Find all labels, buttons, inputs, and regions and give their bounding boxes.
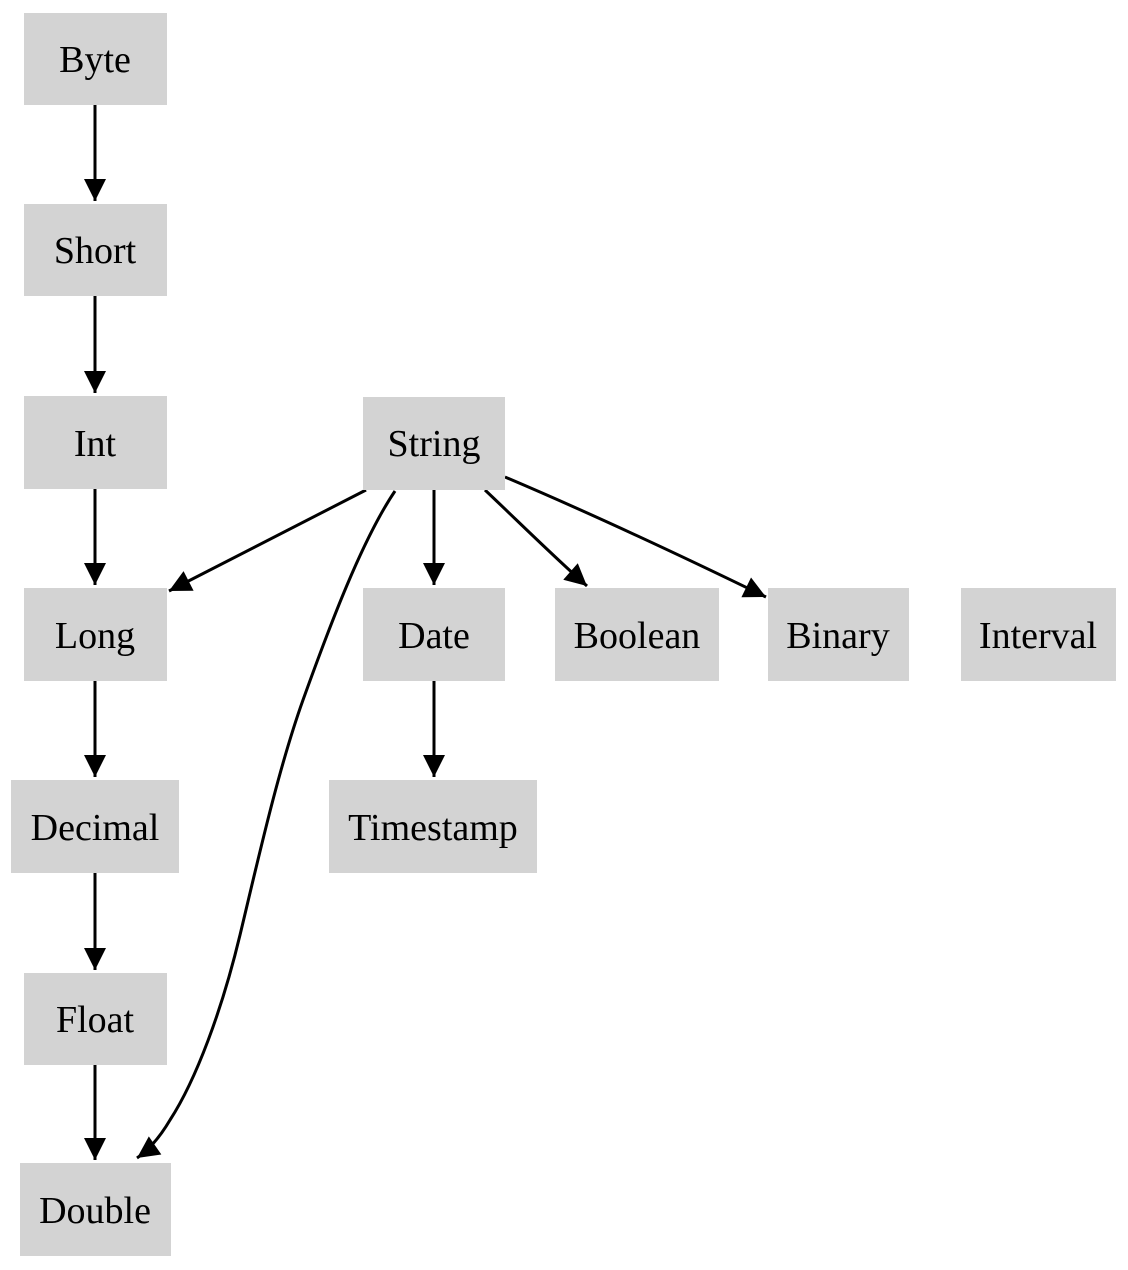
node-long-box	[24, 588, 167, 681]
node-string-label: String	[388, 423, 481, 465]
node-short-box	[24, 204, 167, 296]
node-double-box	[20, 1163, 171, 1256]
node-byte-box	[24, 13, 167, 105]
node-boolean: Boolean	[555, 588, 719, 681]
node-interval-box	[961, 588, 1116, 681]
node-timestamp-label: Timestamp	[348, 807, 518, 849]
node-string: String	[363, 397, 505, 490]
node-byte: Byte	[24, 13, 167, 105]
node-string-box	[363, 397, 505, 490]
node-short-label: Short	[54, 230, 137, 272]
node-int-box	[24, 396, 167, 489]
node-timestamp-box	[329, 780, 537, 873]
node-byte-label: Byte	[59, 39, 131, 81]
edge-string-boolean	[483, 488, 588, 588]
node-boolean-box	[555, 588, 719, 681]
node-timestamp: Timestamp	[329, 780, 537, 873]
node-decimal-box	[11, 780, 179, 873]
edge-string-binary	[504, 475, 767, 599]
node-float-label: Float	[56, 999, 135, 1041]
node-float-box	[24, 973, 167, 1065]
edge-string-long	[168, 488, 367, 593]
node-date: Date	[363, 588, 505, 681]
node-float: Float	[24, 973, 167, 1065]
node-long-label: Long	[55, 615, 135, 657]
node-decimal-label: Decimal	[31, 807, 160, 849]
node-interval: Interval	[961, 588, 1116, 681]
node-decimal: Decimal	[11, 780, 179, 873]
node-date-label: Date	[398, 615, 470, 657]
node-binary-label: Binary	[786, 615, 889, 657]
node-int-label: Int	[74, 423, 117, 465]
node-double-label: Double	[39, 1190, 151, 1232]
node-long: Long	[24, 588, 167, 681]
edges	[84, 105, 767, 1160]
node-interval-label: Interval	[979, 615, 1097, 657]
node-binary: Binary	[768, 588, 909, 681]
node-short: Short	[24, 204, 167, 296]
node-int: Int	[24, 396, 167, 489]
edge-string-double	[136, 490, 397, 1160]
node-date-box	[363, 588, 505, 681]
node-binary-box	[768, 588, 909, 681]
node-boolean-label: Boolean	[574, 615, 701, 657]
node-double: Double	[20, 1163, 171, 1256]
